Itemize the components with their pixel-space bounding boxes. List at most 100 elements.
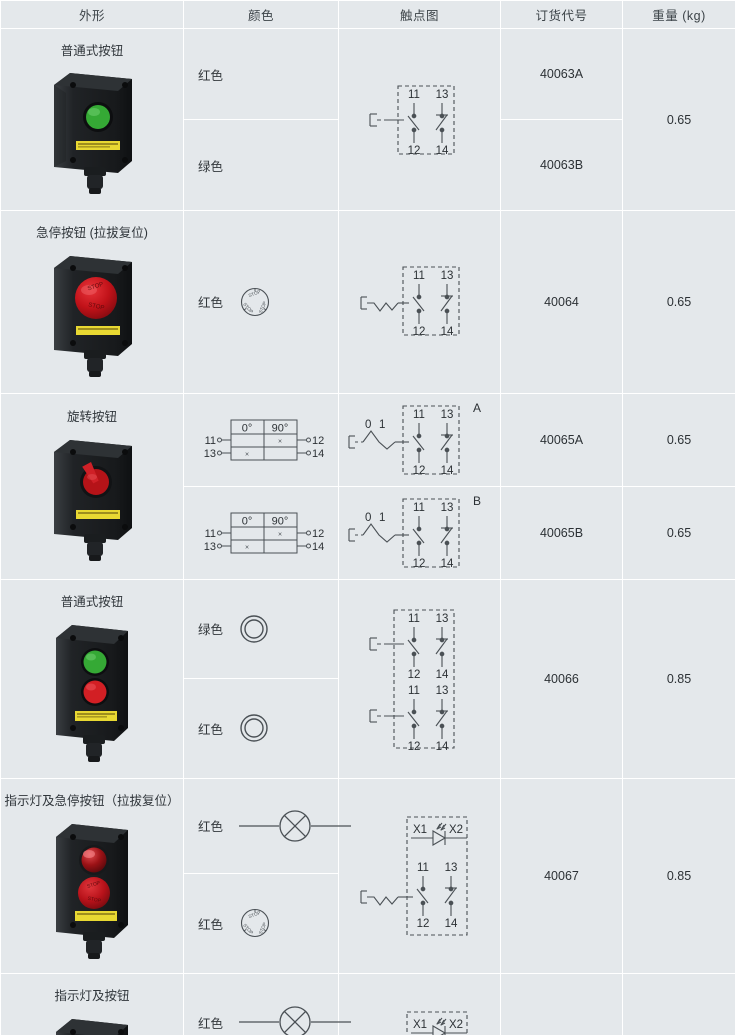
- order-code: 40065B: [539, 525, 584, 540]
- device-image: [56, 1019, 128, 1035]
- svg-text:11: 11: [408, 685, 420, 697]
- order-code-cell: 40065A: [500, 392, 623, 487]
- device-image: STOP STOP: [53, 255, 132, 377]
- color-label: 红色: [198, 820, 224, 835]
- svg-text:90°: 90°: [272, 422, 289, 434]
- svg-text:12: 12: [312, 528, 324, 540]
- color-label: 绿色: [198, 623, 224, 638]
- table-row: 红色 STOP STOP STOP: [1, 872, 735, 975]
- svg-text:11: 11: [413, 409, 425, 421]
- table-row: 普通式按钮 红色: [0, 27, 735, 212]
- product-title: 指示灯及急停按钮（拉拔复位）: [4, 793, 180, 808]
- svg-text:STOP: STOP: [87, 302, 104, 311]
- svg-text:STOP: STOP: [87, 896, 102, 905]
- svg-text:×: ×: [278, 438, 282, 445]
- svg-text:13: 13: [444, 862, 457, 874]
- color-label: 红色: [198, 722, 224, 737]
- color-symbol: STOP STOP STOP: [237, 284, 273, 320]
- svg-text:B: B: [473, 494, 481, 508]
- lamp-icon: [239, 1006, 352, 1035]
- truth-table-icon: 0° 90° 11 13 12 14 × ×: [204, 419, 324, 460]
- stop-dial-icon: STOP STOP STOP: [240, 909, 270, 938]
- product-photo: [1, 426, 183, 577]
- contact-diagram: 11 13 12 14: [359, 266, 460, 338]
- svg-text:12: 12: [407, 741, 420, 753]
- color-cell: 红色 STOP STOP STOP: [183, 210, 339, 394]
- table-row: 0° 90° 11 13 12 14 × × 0 1 11: [1, 485, 735, 580]
- svg-text:90°: 90°: [272, 515, 289, 527]
- color-cell: 红色 STOP STOP STOP: [183, 872, 339, 975]
- color-symbol: STOP STOP STOP: [237, 905, 273, 941]
- svg-text:×: ×: [278, 531, 282, 538]
- product-shape-cell: 旋转按钮: [0, 392, 184, 580]
- svg-text:0°: 0°: [242, 515, 253, 527]
- svg-text:12: 12: [416, 918, 429, 930]
- device-image: [53, 73, 132, 195]
- product-shape-cell: 指示灯及按钮: [0, 972, 184, 1035]
- svg-text:×: ×: [245, 544, 249, 551]
- contact-diagram-cell: 11 13 12 14: [338, 27, 501, 212]
- truth-table-icon: 0° 90° 11 13 12 14 × ×: [204, 512, 324, 553]
- header-code: 订货代号: [500, 0, 623, 29]
- device-image: [56, 624, 128, 762]
- svg-text:×: ×: [245, 451, 249, 458]
- product-shape-cell: 普通式按钮: [0, 578, 184, 779]
- product-title: 急停按钮 (拉拔复位): [36, 226, 148, 241]
- contact-diagram-cell: 0 1 11 13 12 14 B: [338, 485, 501, 580]
- svg-text:STOP: STOP: [87, 281, 104, 292]
- svg-text:0: 0: [365, 512, 371, 524]
- svg-text:11: 11: [205, 528, 216, 540]
- svg-text:11: 11: [408, 89, 420, 101]
- table-row: 急停按钮 (拉拔复位) STOP STOP 红色: [0, 210, 735, 394]
- order-code-cell: 40064: [500, 210, 623, 394]
- order-code: 40063B: [539, 158, 584, 173]
- svg-text:13: 13: [204, 541, 216, 553]
- weight-value: 0.65: [666, 525, 692, 540]
- svg-text:STOP: STOP: [258, 922, 268, 935]
- color-cell: 红色: [183, 777, 352, 874]
- table-row: 红色: [1, 678, 735, 779]
- svg-text:X1: X1: [413, 824, 427, 836]
- svg-text:12: 12: [407, 669, 420, 681]
- svg-text:12: 12: [312, 435, 324, 447]
- svg-text:STOP: STOP: [248, 289, 261, 298]
- color-symbol: [237, 711, 271, 745]
- product-shape-cell: 指示灯及急停按钮（拉拔复位） STOP STOP: [0, 777, 184, 975]
- product-photo: [1, 610, 183, 778]
- svg-text:0: 0: [365, 419, 371, 431]
- weight-cell: 0.85: [622, 972, 735, 1035]
- table-header: 外形 颜色 触点图 订货代号 重量 (kg): [0, 0, 735, 29]
- svg-text:1: 1: [379, 419, 385, 431]
- svg-text:11: 11: [408, 613, 420, 625]
- color-label: 红色: [198, 296, 224, 311]
- svg-text:1: 1: [379, 512, 385, 524]
- color-cell: 红色: [183, 973, 352, 1035]
- product-title: 指示灯及按钮: [54, 989, 130, 1003]
- table-body: 普通式按钮 红色: [0, 27, 735, 1035]
- svg-text:STOP: STOP: [242, 302, 254, 315]
- table-row: 指示灯及按钮 红色: [0, 972, 735, 1035]
- product-title: 普通式按钮: [60, 594, 124, 609]
- svg-text:13: 13: [204, 448, 216, 460]
- svg-text:13: 13: [435, 89, 448, 101]
- svg-text:11: 11: [413, 270, 425, 282]
- svg-text:12: 12: [412, 558, 425, 570]
- weight-cell: 0.85: [622, 777, 735, 975]
- order-code: 40063A: [539, 67, 584, 82]
- svg-text:13: 13: [440, 409, 453, 421]
- order-code-cell: 40067: [500, 777, 623, 975]
- weight-value: 0.85: [666, 868, 692, 883]
- device-image: [53, 439, 132, 561]
- svg-text:14: 14: [312, 448, 324, 460]
- contact-diagram: 0 1 11 13 12 14 A: [347, 401, 481, 477]
- product-photo: STOP STOP: [1, 809, 183, 973]
- svg-text:13: 13: [440, 502, 453, 514]
- color-label: 绿色: [198, 159, 224, 174]
- table-row: 绿色 40063B: [1, 119, 735, 212]
- contact-diagram-cell: 11 13 12 14: [338, 210, 501, 394]
- svg-text:STOP: STOP: [248, 910, 261, 919]
- color-symbol: [237, 809, 353, 843]
- color-cell: 绿色: [183, 119, 339, 212]
- weight-cell: 0.85: [622, 578, 735, 779]
